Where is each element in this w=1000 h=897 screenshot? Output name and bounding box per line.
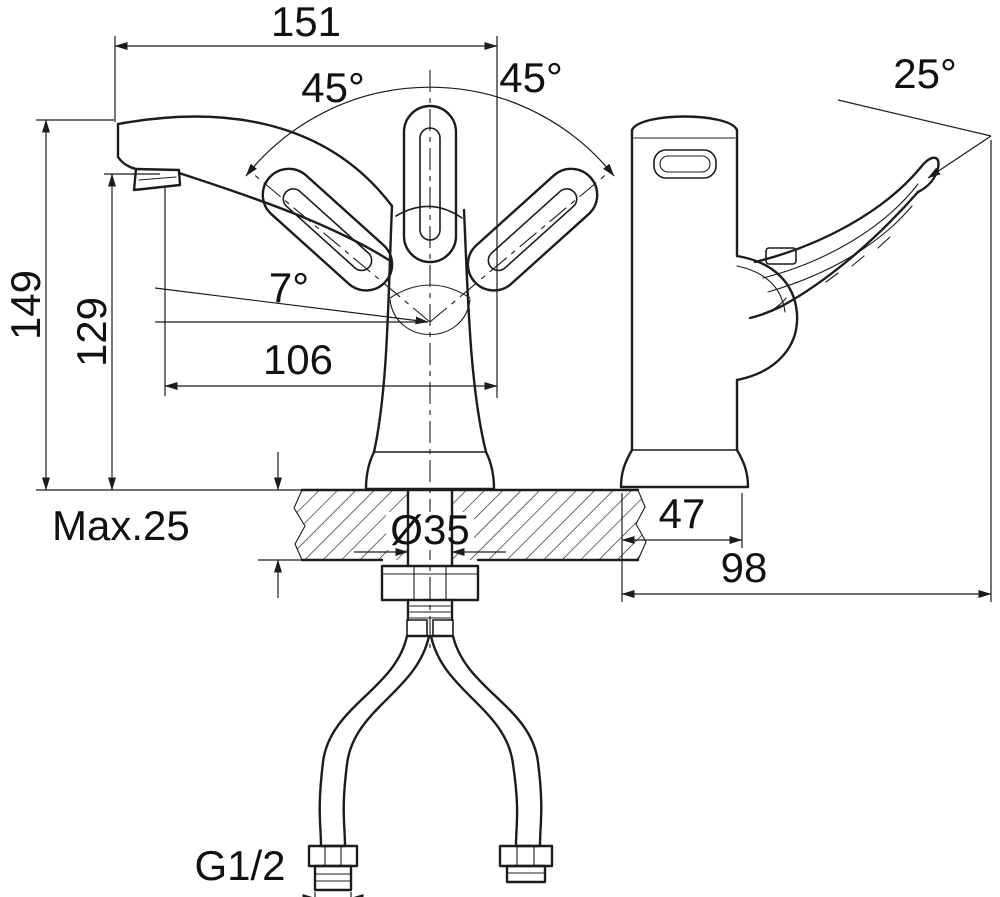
- deck-hatch-right: [452, 490, 646, 560]
- base-flare-right: [484, 450, 496, 491]
- dim-7-label: 7°: [269, 264, 309, 311]
- dim-dia35-label: Ø35: [390, 506, 469, 553]
- lever-right-45: [466, 167, 599, 292]
- dim-spout-tilt-7: 7°: [154, 264, 429, 325]
- dim-spout-reach-106: 106: [164, 188, 498, 396]
- dim-deck-max25: Max.25: [52, 452, 302, 598]
- dim-47-label: 47: [659, 490, 706, 537]
- countertop-cross-section: [293, 488, 647, 562]
- dim-overall-depth-98: 98: [621, 140, 992, 602]
- side-base-flare-right: [735, 448, 750, 489]
- aerator: [132, 167, 182, 192]
- side-view: [619, 115, 940, 489]
- side-aerator: [653, 149, 717, 179]
- handle-blade-tip: [916, 156, 940, 194]
- lever-center: [402, 104, 458, 264]
- side-base-flare-left: [619, 448, 634, 489]
- hole-label-backing: [386, 512, 474, 550]
- side-handle: [735, 156, 940, 382]
- dim-hole-dia-35: Ø35: [354, 506, 506, 556]
- supply-hose-right: [429, 634, 543, 848]
- deck-break-right: [635, 489, 647, 561]
- dim-body-width-47: 47: [621, 490, 743, 602]
- dim-45-right-label: 45°: [499, 54, 563, 101]
- dim-25-label: 25°: [893, 50, 957, 97]
- dim-45-left-label: 45°: [301, 64, 365, 111]
- base-flare-left: [364, 450, 376, 491]
- dim-98-label: 98: [721, 544, 768, 591]
- handle-joint: [735, 254, 799, 382]
- handle-screw-cover: [765, 247, 797, 265]
- swing-arc: [245, 86, 615, 177]
- dim-g12-label: G1/2: [194, 842, 285, 889]
- supply-hose-left: [318, 634, 431, 848]
- shank-threads: [409, 605, 451, 619]
- handle-shading: [799, 236, 891, 297]
- dim-spout-span-151: 151: [114, 0, 498, 398]
- dim-129-label: 129: [68, 297, 115, 367]
- dim-thread-g12: G1/2: [194, 842, 364, 897]
- dim-handle-swing-45: 45° 45°: [245, 54, 615, 177]
- deck-break-left: [293, 489, 306, 561]
- side-body: [619, 115, 750, 489]
- hose-connector-left: [406, 619, 428, 637]
- mounting-nut: [380, 564, 480, 602]
- supply-hoses: [307, 634, 554, 892]
- side-top-cap: [630, 115, 739, 132]
- dim-149-label: 149: [2, 270, 49, 340]
- dim-handle-tilt-25: 25°: [837, 50, 992, 179]
- lever-left-45: [261, 167, 394, 292]
- dim-151-label: 151: [271, 0, 341, 45]
- dim-106-label: 106: [263, 336, 333, 383]
- dim-height-129: 129: [68, 173, 160, 491]
- front-view: [116, 70, 647, 892]
- deck-hatch-left: [294, 490, 408, 560]
- dim-height-149: 149: [2, 119, 302, 491]
- hose-connector-right: [432, 619, 454, 637]
- spout: [116, 115, 394, 264]
- hose-fitting-right: [498, 844, 554, 884]
- hose-fitting-left: [307, 844, 359, 892]
- handle-blade-top: [753, 165, 923, 264]
- dim-max25-label: Max.25: [52, 502, 190, 549]
